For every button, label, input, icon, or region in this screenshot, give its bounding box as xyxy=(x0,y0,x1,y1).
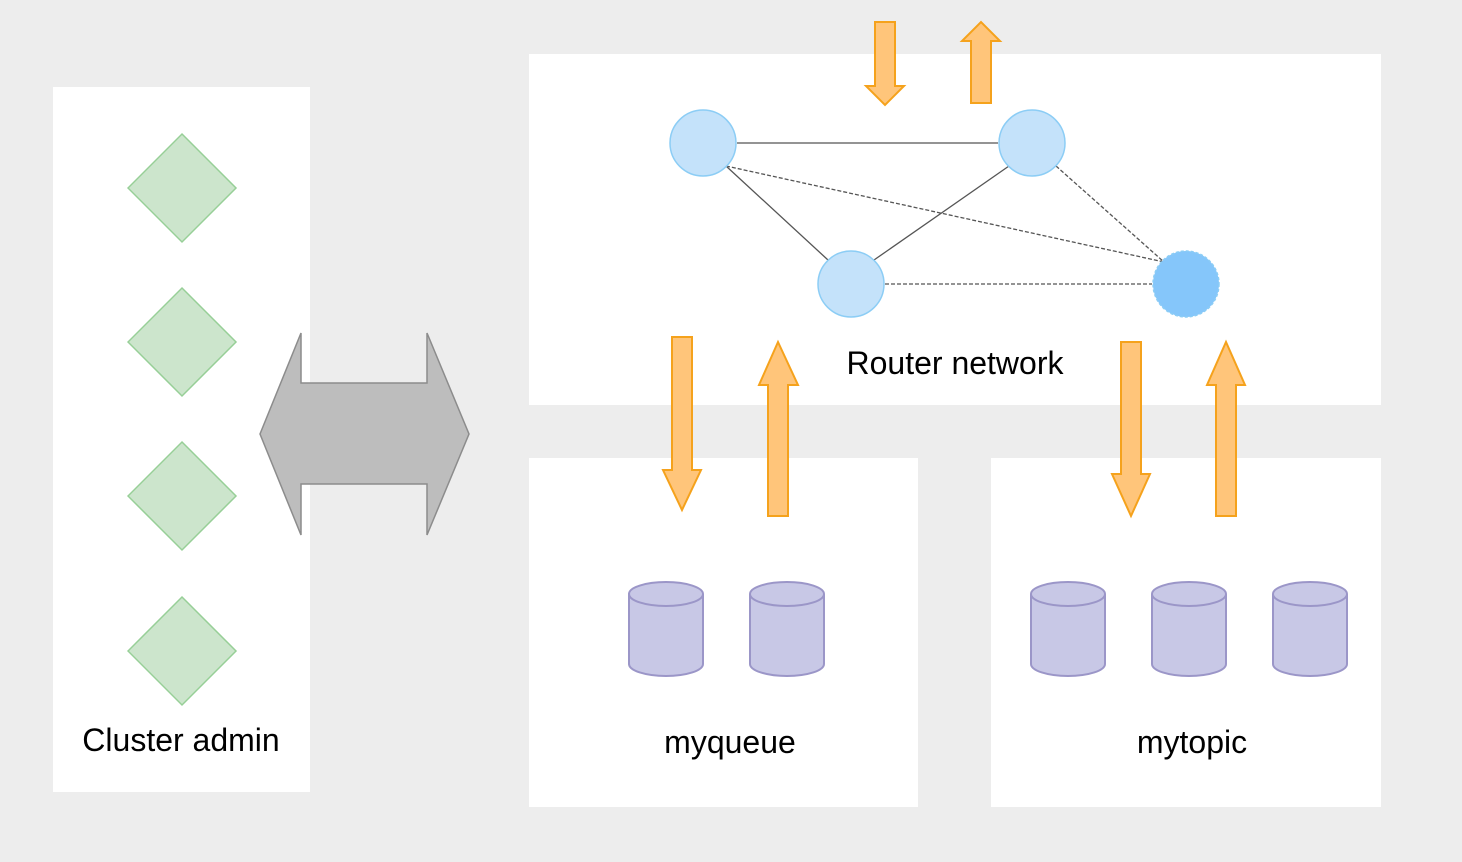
router-icon xyxy=(817,250,885,318)
cluster-admin-label: Cluster admin xyxy=(82,722,279,758)
router-links xyxy=(725,142,1165,285)
arrow-up-icon xyxy=(757,339,800,517)
diamond-icon xyxy=(126,595,238,707)
router-network-label: Router network xyxy=(847,345,1065,381)
routers xyxy=(669,109,1220,318)
link-solid xyxy=(873,165,1010,261)
myqueue-panel xyxy=(529,458,918,807)
topic-brokers xyxy=(1030,581,1348,677)
router-icon xyxy=(998,109,1066,177)
database-icon xyxy=(1030,581,1106,677)
diamond-icon xyxy=(126,132,238,244)
arrow-down-icon xyxy=(863,21,907,107)
flow-arrows xyxy=(661,20,1247,519)
arrow-up-icon xyxy=(959,20,1003,104)
link-solid xyxy=(725,165,829,261)
diamond-icon xyxy=(126,440,238,552)
queue-brokers xyxy=(628,581,825,677)
arrow-up-icon xyxy=(1205,339,1247,517)
myqueue-label: myqueue xyxy=(664,724,796,760)
admin-nodes xyxy=(126,132,238,707)
arrow-down-icon xyxy=(661,336,703,513)
database-icon xyxy=(1272,581,1348,677)
database-icon xyxy=(1151,581,1227,677)
mytopic-label: mytopic xyxy=(1137,724,1247,760)
link-dashed xyxy=(1055,165,1165,263)
database-icon xyxy=(749,581,825,677)
router-icon xyxy=(669,109,737,177)
database-icon xyxy=(628,581,704,677)
router-active-icon xyxy=(1152,250,1220,318)
double-arrow-icon xyxy=(259,332,470,536)
link-dashed xyxy=(725,165,1165,263)
diamond-icon xyxy=(126,286,238,398)
arrow-down-icon xyxy=(1110,341,1152,519)
